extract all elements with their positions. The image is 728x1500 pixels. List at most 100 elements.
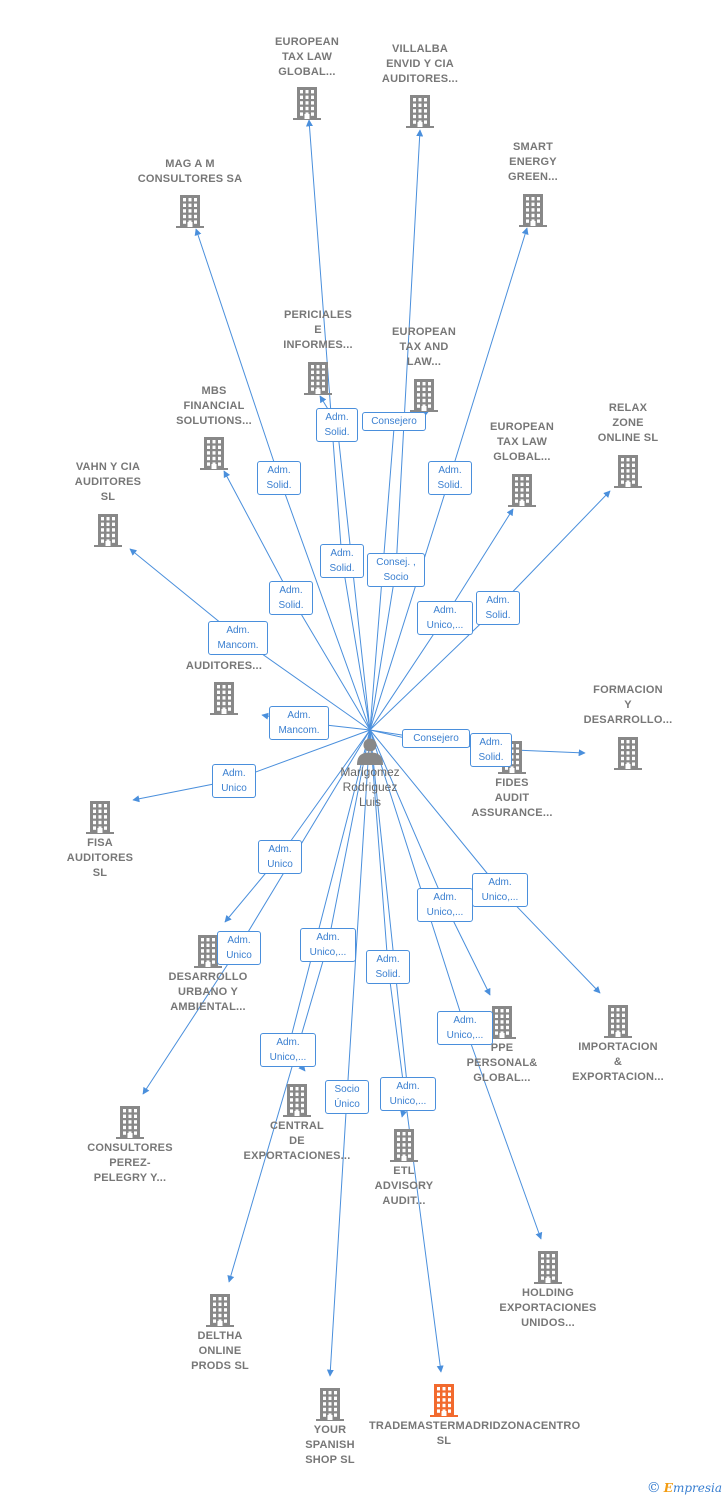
building-icon bbox=[283, 1084, 311, 1117]
person-icon bbox=[357, 738, 383, 765]
building-icon bbox=[406, 95, 434, 128]
company-mag-a-m[interactable]: MAG A M CONSULTORES SA bbox=[115, 157, 265, 228]
role-badge-villalba[interactable]: Consej. , Socio bbox=[367, 553, 425, 587]
role-badge-ppe[interactable]: Adm. Unico,... bbox=[417, 888, 473, 922]
company-smart-energy[interactable]: SMART ENERGY GREEN... bbox=[458, 140, 608, 227]
copyright-symbol: © bbox=[646, 1480, 661, 1496]
company-desarrollo[interactable]: DESARROLLO URBANO Y AMBIENTAL... bbox=[133, 932, 283, 1015]
company-relax-zone[interactable]: RELAX ZONE ONLINE SL bbox=[553, 401, 703, 488]
building-icon bbox=[316, 1388, 344, 1421]
building-icon bbox=[390, 1129, 418, 1162]
company-label: EUROPEAN TAX LAW GLOBAL... bbox=[490, 421, 554, 463]
role-badge-vahn[interactable]: Adm. Mancom. bbox=[208, 621, 268, 655]
company-label: HOLDING EXPORTACIONES UNIDOS... bbox=[499, 1287, 597, 1329]
building-icon bbox=[210, 682, 238, 715]
role-badge-holding[interactable]: Adm. Unico,... bbox=[437, 1011, 493, 1045]
edge-your-spanish bbox=[326, 729, 371, 1377]
building-icon bbox=[604, 1005, 632, 1038]
role-badge-central[interactable]: Adm. Unico,... bbox=[260, 1033, 316, 1067]
company-deltha[interactable]: DELTHA ONLINE PRODS SL bbox=[145, 1291, 295, 1374]
role-badge-your-spanish[interactable]: Socio Único bbox=[325, 1080, 369, 1114]
company-central[interactable]: CENTRAL DE EXPORTACIONES... bbox=[222, 1081, 372, 1164]
company-label: PPE PERSONAL& GLOBAL... bbox=[466, 1042, 538, 1084]
company-label: CENTRAL DE EXPORTACIONES... bbox=[243, 1120, 351, 1162]
logo-wordmark: mpresia bbox=[672, 1481, 722, 1495]
building-icon bbox=[94, 514, 122, 547]
role-badge-fisa[interactable]: Adm. Unico bbox=[212, 764, 256, 798]
company-fisa[interactable]: FISA AUDITORES SL bbox=[25, 798, 175, 881]
company-label: DELTHA ONLINE PRODS SL bbox=[191, 1330, 249, 1372]
role-badge-etl[interactable]: Adm. Unico,... bbox=[380, 1077, 436, 1111]
role-badge-mag-a-m[interactable]: Adm. Solid. bbox=[257, 461, 301, 495]
company-label: YOUR SPANISH SHOP SL bbox=[305, 1424, 355, 1466]
building-icon bbox=[304, 362, 332, 395]
company-european-tax-1[interactable]: EUROPEAN TAX LAW GLOBAL... bbox=[232, 35, 382, 120]
role-badge-trademaster[interactable]: Adm. Solid. bbox=[366, 950, 410, 984]
building-icon bbox=[410, 379, 438, 412]
building-icon bbox=[206, 1294, 234, 1327]
role-badge-european-tax-2[interactable]: Adm. Unico,... bbox=[417, 601, 473, 635]
center-person-name: Marigomez Rodriguez Luis bbox=[340, 765, 400, 809]
building-icon bbox=[176, 195, 204, 228]
building-icon bbox=[488, 1006, 516, 1039]
building-icon bbox=[430, 1384, 458, 1417]
company-your-spanish[interactable]: YOUR SPANISH SHOP SL bbox=[255, 1385, 405, 1468]
company-consultores-perez[interactable]: CONSULTORES PEREZ- PELEGRY Y... bbox=[55, 1103, 205, 1186]
role-badge-european-tax-and[interactable]: Consejero bbox=[362, 412, 426, 431]
role-badge-fides[interactable]: Consejero bbox=[402, 729, 470, 748]
role-badge-relax-zone[interactable]: Adm. Solid. bbox=[476, 591, 520, 625]
role-badge-formacion[interactable]: Adm. Solid. bbox=[470, 733, 512, 767]
company-label: MAG A M CONSULTORES SA bbox=[137, 158, 243, 185]
company-label: VILLALBA ENVID Y CIA AUDITORES... bbox=[381, 43, 459, 85]
company-fides[interactable]: FIDES AUDIT ASSURANCE... bbox=[437, 738, 587, 821]
role-badge-consultores-perez[interactable]: Adm. Unico bbox=[217, 931, 261, 965]
company-g-auditores[interactable]: G... AUDITORES... bbox=[149, 644, 299, 715]
company-label: EUROPEAN TAX AND LAW... bbox=[392, 326, 456, 368]
company-label: FISA AUDITORES SL bbox=[66, 837, 134, 879]
building-icon bbox=[614, 455, 642, 488]
empresia-logo: ©Empresia bbox=[647, 1480, 722, 1496]
company-label: DESARROLLO URBANO Y AMBIENTAL... bbox=[168, 971, 248, 1013]
role-badge-desarrollo[interactable]: Adm. Unico bbox=[258, 840, 302, 874]
company-mbs[interactable]: MBS FINANCIAL SOLUTIONS... bbox=[139, 384, 289, 470]
company-villalba[interactable]: VILLALBA ENVID Y CIA AUDITORES... bbox=[345, 42, 495, 128]
building-icon bbox=[519, 194, 547, 227]
company-importacion[interactable]: IMPORTACION & EXPORTACION... bbox=[543, 1002, 693, 1085]
building-icon bbox=[194, 935, 222, 968]
company-european-tax-2[interactable]: EUROPEAN TAX LAW GLOBAL... bbox=[447, 420, 597, 507]
center-person[interactable]: Marigomez Rodriguez Luis bbox=[315, 737, 425, 810]
company-etl[interactable]: ETL ADVISORY AUDIT... bbox=[329, 1126, 479, 1209]
company-periciales[interactable]: PERICIALES E INFORMES... bbox=[243, 308, 393, 395]
company-label: FIDES AUDIT ASSURANCE... bbox=[471, 777, 553, 819]
company-label: TRADEMASTERMADRIDZONACENTRO SL bbox=[369, 1420, 581, 1447]
building-icon bbox=[200, 437, 228, 470]
company-ppe[interactable]: PPE PERSONAL& GLOBAL... bbox=[427, 1003, 577, 1086]
building-icon bbox=[116, 1106, 144, 1139]
logo-initial: E bbox=[663, 1481, 673, 1495]
company-label: VAHN Y CIA AUDITORES SL bbox=[74, 461, 142, 503]
company-holding[interactable]: HOLDING EXPORTACIONES UNIDOS... bbox=[473, 1248, 623, 1331]
company-european-tax-and[interactable]: EUROPEAN TAX AND LAW... bbox=[349, 325, 499, 412]
building-icon bbox=[293, 87, 321, 120]
role-badge-european-tax-1[interactable]: Adm. Solid. bbox=[320, 544, 364, 578]
role-badge-importacion[interactable]: Adm. Unico,... bbox=[472, 873, 528, 907]
company-label: MBS FINANCIAL SOLUTIONS... bbox=[176, 385, 252, 427]
company-label: IMPORTACION & EXPORTACION... bbox=[572, 1041, 664, 1083]
role-badge-mbs[interactable]: Adm. Solid. bbox=[269, 581, 313, 615]
role-badge-g-auditores[interactable]: Adm. Mancom. bbox=[269, 706, 329, 740]
role-badge-deltha[interactable]: Adm. Unico,... bbox=[300, 928, 356, 962]
company-trademaster[interactable]: TRADEMASTERMADRIDZONACENTRO SL bbox=[369, 1381, 581, 1449]
company-label: RELAX ZONE ONLINE SL bbox=[597, 402, 659, 444]
company-label: SMART ENERGY GREEN... bbox=[508, 141, 558, 183]
company-vahn[interactable]: VAHN Y CIA AUDITORES SL bbox=[33, 460, 183, 547]
role-badge-smart-energy[interactable]: Adm. Solid. bbox=[428, 461, 472, 495]
company-label: FORMACION Y DESARROLLO... bbox=[583, 684, 673, 726]
company-label: EUROPEAN TAX LAW GLOBAL... bbox=[275, 36, 339, 78]
company-formacion[interactable]: FORMACION Y DESARROLLO... bbox=[553, 683, 703, 770]
company-label: PERICIALES E INFORMES... bbox=[283, 309, 353, 351]
company-label: ETL ADVISORY AUDIT... bbox=[374, 1165, 434, 1207]
role-badge-periciales[interactable]: Adm. Solid. bbox=[316, 408, 358, 442]
building-icon bbox=[534, 1251, 562, 1284]
building-icon bbox=[614, 737, 642, 770]
